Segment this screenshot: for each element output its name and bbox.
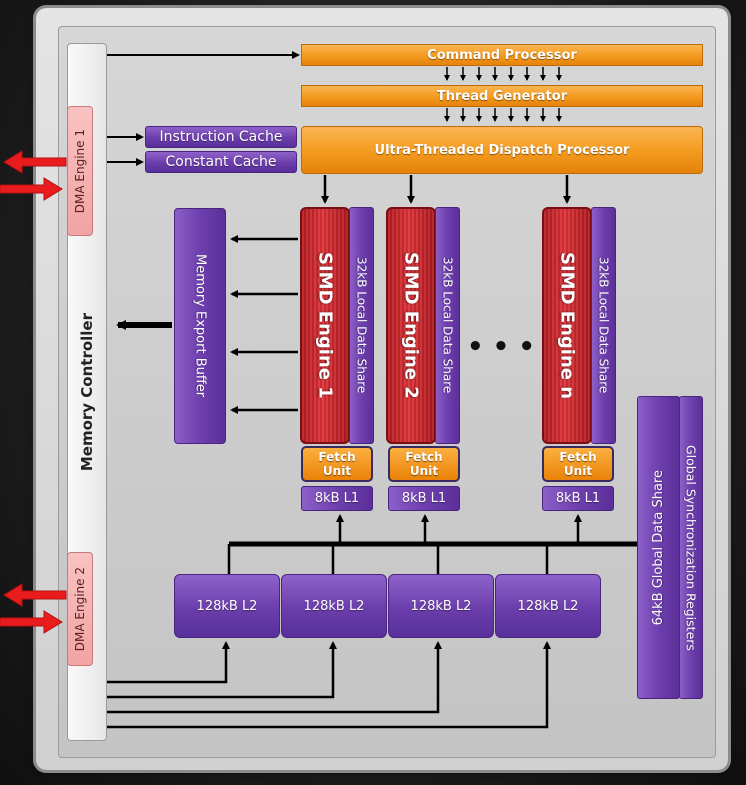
local-data-share: 32kB Local Data Share [435, 207, 460, 444]
l1-cache: 8kB L1 [388, 486, 460, 511]
l2-cache-label: 128kB L2 [196, 598, 258, 614]
simd-engine: SIMD Engine 2 [386, 207, 436, 444]
ellipsis-label: • • • [467, 332, 535, 362]
l1-cache: 8kB L1 [301, 486, 373, 511]
l2-cache: 128kB L2 [495, 574, 601, 638]
l2-cache-label: 128kB L2 [410, 598, 472, 614]
fetch-unit-label: Fetch Unit [405, 450, 443, 478]
instruction-cache: Instruction Cache [145, 126, 297, 148]
more-engines-ellipsis: • • • [462, 332, 540, 362]
l1-cache-label: 8kB L1 [314, 491, 360, 506]
fetch-unit-label: Fetch Unit [559, 450, 597, 478]
local-data-share: 32kB Local Data Share [591, 207, 616, 444]
l1-cache: 8kB L1 [542, 486, 614, 511]
simd-engine: SIMD Engine 1 [300, 207, 350, 444]
dispatch-processor-label: Ultra-Threaded Dispatch Processor [374, 142, 630, 158]
global-synchronization-registers: Global Synchronization Registers [679, 396, 703, 699]
local-data-share: 32kB Local Data Share [349, 207, 374, 444]
fetch-unit: Fetch Unit [301, 446, 373, 482]
fetch-unit: Fetch Unit [542, 446, 614, 482]
l2-cache-label: 128kB L2 [303, 598, 365, 614]
dma-engine-1: DMA Engine 1 [67, 106, 93, 236]
local-data-share-label: 32kB Local Data Share [596, 257, 611, 394]
dma-engine-2: DMA Engine 2 [67, 552, 93, 666]
local-data-share-label: 32kB Local Data Share [354, 257, 369, 394]
l2-cache: 128kB L2 [174, 574, 280, 638]
instruction-cache-label: Instruction Cache [159, 129, 283, 145]
command-processor: Command Processor [301, 44, 703, 66]
memory-export-buffer-label: Memory Export Buffer [192, 254, 208, 398]
ultra-threaded-dispatch-processor: Ultra-Threaded Dispatch Processor [301, 126, 703, 174]
thread-generator-label: Thread Generator [436, 88, 568, 104]
fetch-unit-label: Fetch Unit [318, 450, 356, 478]
fetch-unit: Fetch Unit [388, 446, 460, 482]
l1-cache-label: 8kB L1 [401, 491, 447, 506]
constant-cache-label: Constant Cache [165, 154, 277, 170]
thread-generator: Thread Generator [301, 85, 703, 107]
local-data-share-label: 32kB Local Data Share [440, 257, 455, 394]
global-sync-registers-label: Global Synchronization Registers [683, 444, 699, 651]
l1-cache-label: 8kB L1 [555, 491, 601, 506]
memory-export-buffer: Memory Export Buffer [174, 208, 226, 444]
command-processor-label: Command Processor [427, 47, 577, 63]
constant-cache: Constant Cache [145, 151, 297, 173]
simd-engine-label: SIMD Engine 1 [314, 252, 336, 399]
l2-cache: 128kB L2 [388, 574, 494, 638]
simd-engine-label: SIMD Engine n [556, 251, 578, 400]
simd-engine-label: SIMD Engine 2 [400, 252, 422, 399]
l2-cache: 128kB L2 [281, 574, 387, 638]
l2-cache-label: 128kB L2 [517, 598, 579, 614]
